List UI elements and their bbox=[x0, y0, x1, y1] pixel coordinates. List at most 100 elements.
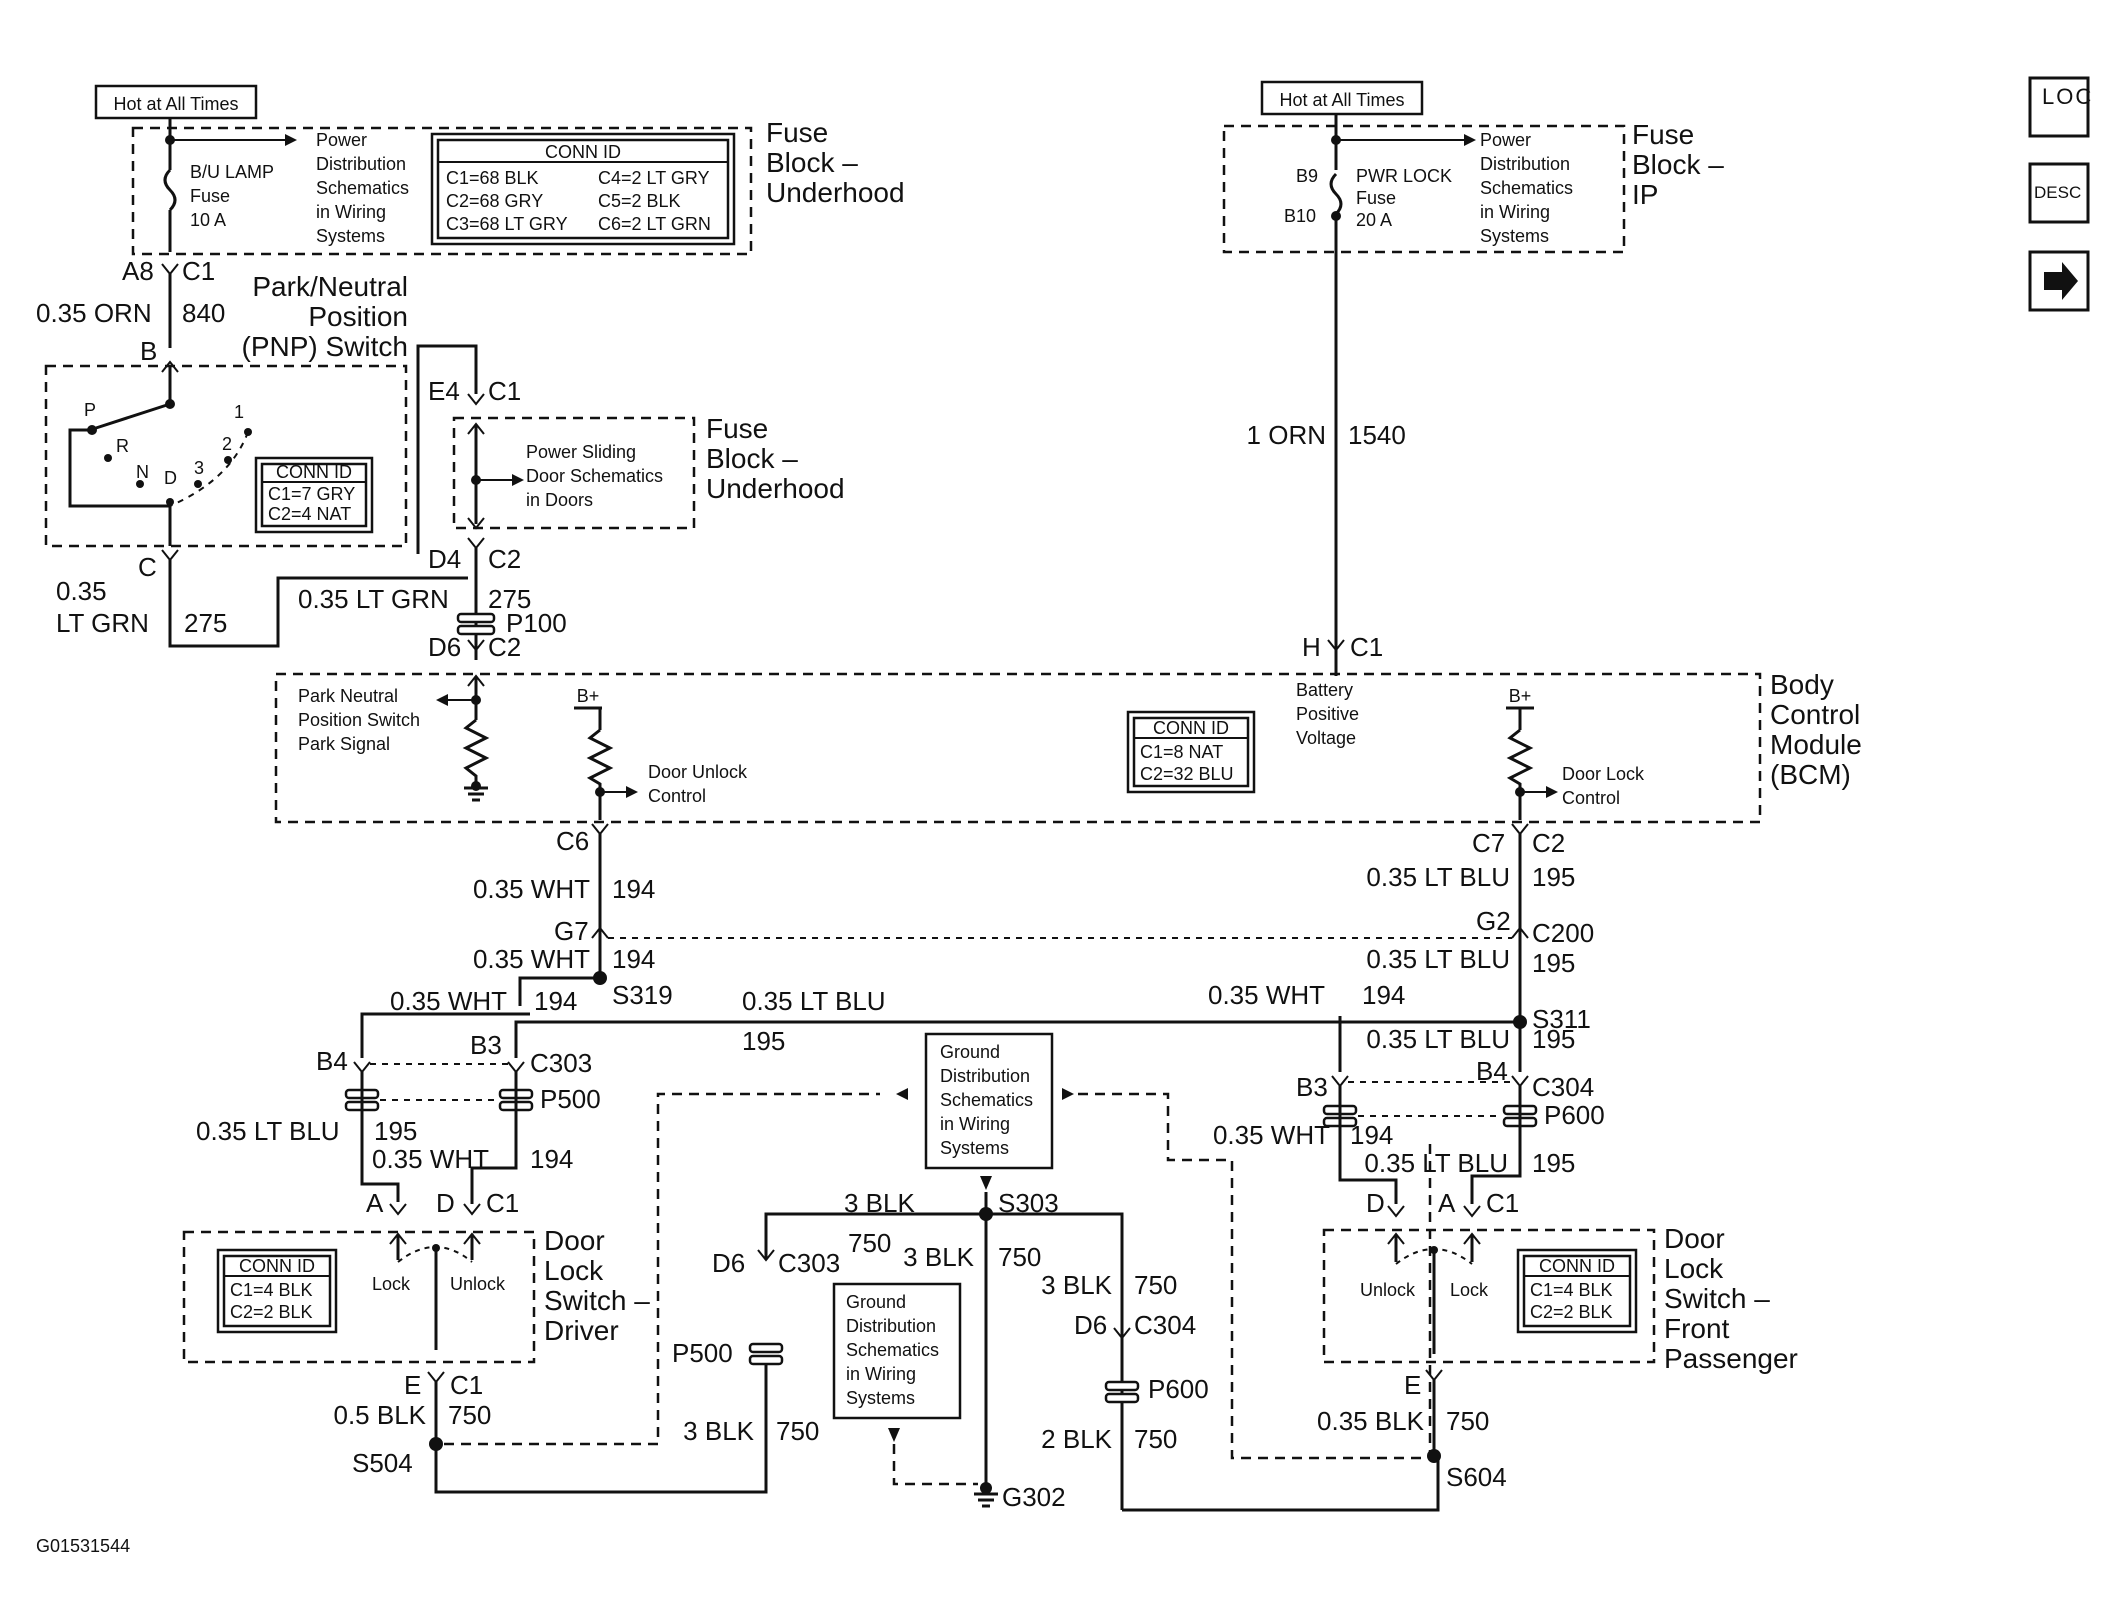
svg-text:Fuse: Fuse bbox=[190, 186, 230, 206]
svg-text:0.35 LT BLU: 0.35 LT BLU bbox=[1364, 1148, 1508, 1178]
svg-text:3: 3 bbox=[194, 458, 204, 478]
svg-text:750: 750 bbox=[448, 1400, 491, 1430]
body-control-module: Body Control Module (BCM) Park Neutral P… bbox=[274, 662, 1862, 824]
svg-text:A8: A8 bbox=[122, 256, 154, 286]
ground-distribution-top: Ground Distribution Schematics in Wiring… bbox=[924, 1032, 1054, 1170]
wire-840-color: 0.35 ORN bbox=[36, 298, 152, 328]
pnp-switch-title: Park/Neutral Position (PNP) Switch bbox=[242, 271, 408, 362]
svg-text:Door: Door bbox=[544, 1225, 605, 1256]
svg-text:G7: G7 bbox=[554, 916, 589, 946]
svg-text:195: 195 bbox=[1532, 1024, 1575, 1054]
svg-text:C1: C1 bbox=[182, 256, 215, 286]
svg-text:Fuse: Fuse bbox=[766, 117, 828, 148]
loc-button[interactable]: LOC bbox=[2028, 76, 2093, 138]
svg-text:Control: Control bbox=[1770, 699, 1860, 730]
svg-text:750: 750 bbox=[998, 1242, 1041, 1272]
svg-text:Underhood: Underhood bbox=[766, 177, 905, 208]
hot-at-all-times-left: Hot at All Times bbox=[94, 84, 258, 120]
svg-text:Switch –: Switch – bbox=[1664, 1283, 1770, 1314]
svg-text:0.35 LT BLU: 0.35 LT BLU bbox=[196, 1116, 340, 1146]
svg-text:G2: G2 bbox=[1476, 906, 1511, 936]
svg-text:E: E bbox=[404, 1370, 421, 1400]
svg-text:Fuse: Fuse bbox=[1356, 188, 1396, 208]
svg-text:D: D bbox=[164, 468, 177, 488]
ground-distribution-bottom: Ground Distribution Schematics in Wiring… bbox=[832, 1282, 962, 1420]
svg-text:C200: C200 bbox=[1532, 918, 1594, 948]
svg-text:Control: Control bbox=[1562, 788, 1620, 808]
svg-text:C3=68 LT GRY: C3=68 LT GRY bbox=[446, 214, 568, 234]
svg-text:B10: B10 bbox=[1284, 206, 1316, 226]
svg-text:D6: D6 bbox=[1074, 1310, 1107, 1340]
svg-text:D: D bbox=[436, 1188, 455, 1218]
svg-text:0.35 BLK: 0.35 BLK bbox=[1317, 1406, 1425, 1436]
desc-button[interactable]: DESC bbox=[2028, 162, 2090, 224]
svg-text:Schematics: Schematics bbox=[1480, 178, 1573, 198]
svg-text:Schematics: Schematics bbox=[846, 1340, 939, 1360]
svg-text:Module: Module bbox=[1770, 729, 1862, 760]
figure-id: G01531544 bbox=[36, 1536, 130, 1556]
svg-text:B3: B3 bbox=[470, 1030, 502, 1060]
svg-text:0.35 LT BLU: 0.35 LT BLU bbox=[742, 986, 886, 1016]
svg-text:in Wiring: in Wiring bbox=[1480, 202, 1550, 222]
svg-text:Distribution: Distribution bbox=[316, 154, 406, 174]
svg-text:Block –: Block – bbox=[1632, 149, 1724, 180]
splice-p500-mid: P500 bbox=[672, 1338, 784, 1368]
splice-p100: P100 bbox=[456, 608, 567, 638]
svg-text:0.35 WHT: 0.35 WHT bbox=[390, 986, 507, 1016]
svg-text:R: R bbox=[116, 436, 129, 456]
svg-text:Door: Door bbox=[1664, 1223, 1725, 1254]
svg-text:P: P bbox=[84, 400, 96, 420]
svg-text:C6: C6 bbox=[556, 826, 589, 856]
svg-text:Lock: Lock bbox=[372, 1274, 411, 1294]
svg-text:Passenger: Passenger bbox=[1664, 1343, 1798, 1374]
svg-text:D4: D4 bbox=[428, 544, 461, 574]
svg-text:Body: Body bbox=[1770, 669, 1834, 700]
svg-text:195: 195 bbox=[1532, 948, 1575, 978]
svg-text:Front: Front bbox=[1664, 1313, 1730, 1344]
svg-text:C2=32 BLU: C2=32 BLU bbox=[1140, 764, 1234, 784]
svg-text:194: 194 bbox=[612, 944, 655, 974]
conn-id-box-passenger: CONN ID C1=4 BLK C2=2 BLK bbox=[1516, 1248, 1638, 1334]
svg-text:E4: E4 bbox=[428, 376, 460, 406]
svg-text:Switch –: Switch – bbox=[544, 1285, 650, 1316]
next-button[interactable] bbox=[2028, 250, 2090, 312]
svg-text:0.5 BLK: 0.5 BLK bbox=[333, 1400, 426, 1430]
svg-text:3 BLK: 3 BLK bbox=[903, 1242, 974, 1272]
right-arrow-icon bbox=[2044, 262, 2078, 300]
svg-text:N: N bbox=[136, 462, 149, 482]
conn-id-box-bcm: CONN ID C1=8 NAT C2=32 BLU bbox=[1126, 710, 1256, 794]
svg-text:Lock: Lock bbox=[1450, 1280, 1489, 1300]
conn-id-box-pnp: CONN ID C1=7 GRY C2=4 NAT bbox=[254, 456, 374, 534]
svg-text:P100: P100 bbox=[506, 608, 567, 638]
svg-text:10 A: 10 A bbox=[190, 210, 226, 230]
svg-text:H: H bbox=[1302, 632, 1321, 662]
svg-text:0.35 WHT: 0.35 WHT bbox=[473, 874, 590, 904]
svg-text:D: D bbox=[1366, 1188, 1385, 1218]
svg-text:750: 750 bbox=[776, 1416, 819, 1446]
svg-text:B9: B9 bbox=[1296, 166, 1318, 186]
svg-text:Systems: Systems bbox=[846, 1388, 915, 1408]
svg-text:750: 750 bbox=[1134, 1270, 1177, 1300]
svg-text:Distribution: Distribution bbox=[846, 1316, 936, 1336]
svg-text:194: 194 bbox=[534, 986, 577, 1016]
conn-id-box-underhood: CONN ID C1=68 BLK C2=68 GRY C3=68 LT GRY… bbox=[430, 132, 736, 246]
svg-text:P500: P500 bbox=[540, 1084, 601, 1114]
svg-text:C2=4 NAT: C2=4 NAT bbox=[268, 504, 351, 524]
svg-text:275: 275 bbox=[488, 584, 531, 614]
svg-text:C2: C2 bbox=[488, 544, 521, 574]
svg-text:Lock: Lock bbox=[1664, 1253, 1724, 1284]
svg-text:1540: 1540 bbox=[1348, 420, 1406, 450]
svg-text:C2: C2 bbox=[1532, 828, 1565, 858]
svg-text:195: 195 bbox=[374, 1116, 417, 1146]
svg-text:C7: C7 bbox=[1472, 828, 1505, 858]
svg-text:C5=2 BLK: C5=2 BLK bbox=[598, 191, 681, 211]
svg-text:LT GRN: LT GRN bbox=[56, 608, 149, 638]
svg-text:Driver: Driver bbox=[544, 1315, 619, 1346]
svg-text:20 A: 20 A bbox=[1356, 210, 1392, 230]
svg-text:(BCM): (BCM) bbox=[1770, 759, 1851, 790]
svg-text:C303: C303 bbox=[778, 1248, 840, 1278]
svg-text:Park/Neutral: Park/Neutral bbox=[252, 271, 408, 302]
svg-text:Underhood: Underhood bbox=[706, 473, 845, 504]
svg-text:195: 195 bbox=[1532, 1148, 1575, 1178]
